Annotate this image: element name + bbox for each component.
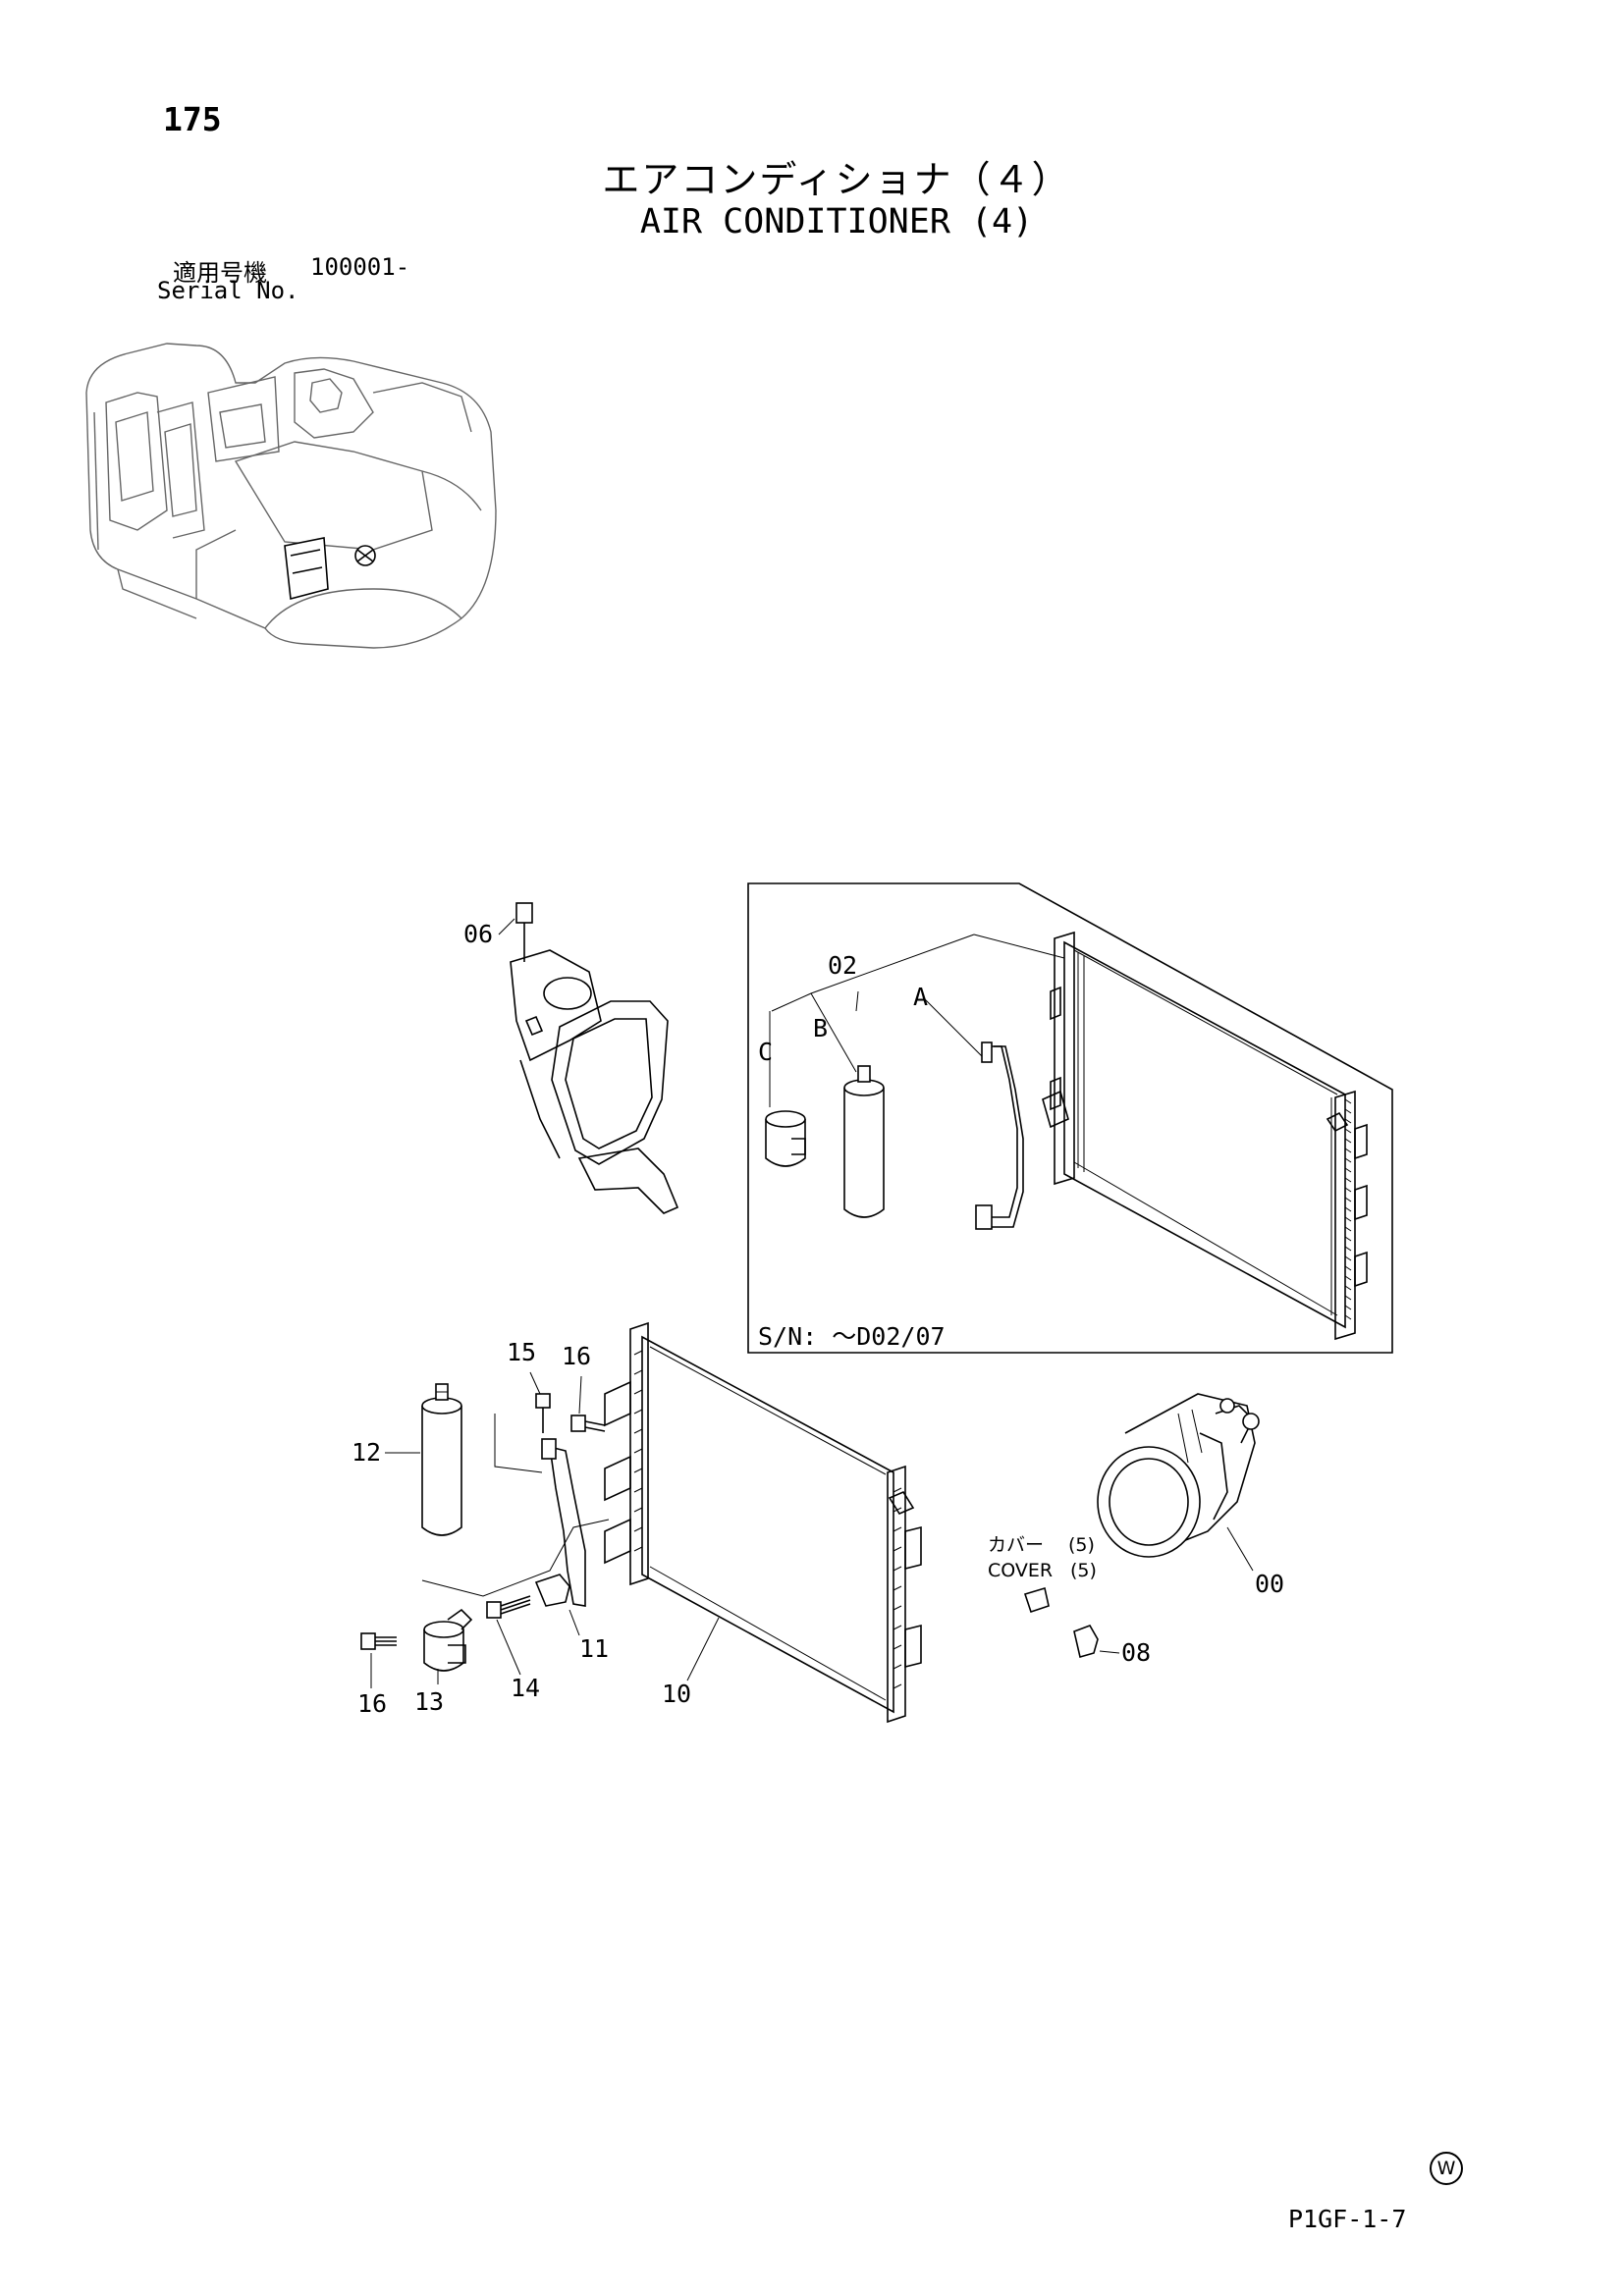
leader-10 — [686, 1617, 720, 1682]
cover-label-english: COVER — [988, 1560, 1053, 1581]
callout-08: 08 — [1121, 1638, 1151, 1667]
inset-serial-note: S/N: ～D02/07 — [758, 1322, 946, 1351]
callout-14: 14 — [511, 1674, 540, 1702]
serial-label-japanese: 適用号機 — [173, 259, 267, 287]
cover-part — [1023, 1586, 1050, 1614]
leader-14 — [496, 1619, 521, 1676]
part-08 — [1073, 1625, 1099, 1659]
serial-label-english: Serial No. — [157, 277, 299, 304]
part-06-housing — [510, 902, 679, 1214]
leader-00 — [1226, 1526, 1254, 1572]
leader-15 — [529, 1371, 541, 1395]
title-english: AIR CONDITIONER (4) — [639, 202, 1034, 241]
part-16-bolt-left — [360, 1632, 397, 1650]
inset-box — [747, 882, 1393, 1354]
cover-label-japanese: カバー — [988, 1534, 1044, 1556]
cover-qty-english: (5) — [1070, 1560, 1097, 1581]
leader-11 — [568, 1609, 580, 1636]
title-japanese: エアコンディショナ（４） — [602, 158, 1071, 201]
part-10-condenser — [604, 1321, 922, 1724]
inset-bracket-c — [765, 1110, 806, 1167]
page-code: P1GF-1-7 — [1288, 2205, 1407, 2233]
page-number: 175 — [163, 100, 222, 138]
inset-hose-a — [975, 1041, 1024, 1230]
callout-inset-c: C — [758, 1038, 773, 1066]
part-12-receiver — [421, 1383, 462, 1536]
callout-inset-a: A — [913, 983, 928, 1011]
callout-15: 15 — [507, 1338, 536, 1366]
leader-06 — [498, 918, 515, 935]
inset-receiver-b — [843, 1065, 885, 1218]
serial-value: 100001- — [310, 253, 410, 281]
part-15-bolt — [535, 1393, 551, 1433]
callout-12: 12 — [352, 1438, 381, 1467]
callout-13: 13 — [414, 1687, 444, 1716]
machine-location-illustration — [85, 343, 497, 649]
inset-condenser — [1042, 931, 1368, 1341]
callout-10: 10 — [662, 1680, 691, 1708]
leader-receiver-bracket — [421, 1519, 610, 1597]
part-00-compressor — [1097, 1393, 1260, 1558]
part-14-bolt — [486, 1595, 531, 1619]
cover-qty-japanese: (5) — [1068, 1534, 1095, 1556]
leader-receiver-top — [494, 1414, 543, 1473]
leader-08 — [1099, 1650, 1120, 1654]
callout-inset-b: B — [813, 1014, 828, 1042]
manufacturer-mark: W — [1430, 2152, 1463, 2185]
machine-highlight-condenser — [284, 537, 376, 601]
callout-00: 00 — [1255, 1570, 1284, 1598]
callout-inset-02: 02 — [828, 951, 857, 980]
leader-16-upper — [578, 1375, 582, 1415]
callout-06: 06 — [463, 920, 493, 948]
inset-leader-lines — [769, 934, 1065, 1107]
part-13-bracket — [423, 1608, 473, 1672]
callout-16-upper: 16 — [562, 1342, 591, 1370]
callout-11: 11 — [579, 1634, 609, 1663]
callout-16-left: 16 — [357, 1689, 387, 1718]
part-11-hose — [534, 1438, 586, 1607]
part-16-bolt-upper — [570, 1415, 606, 1432]
